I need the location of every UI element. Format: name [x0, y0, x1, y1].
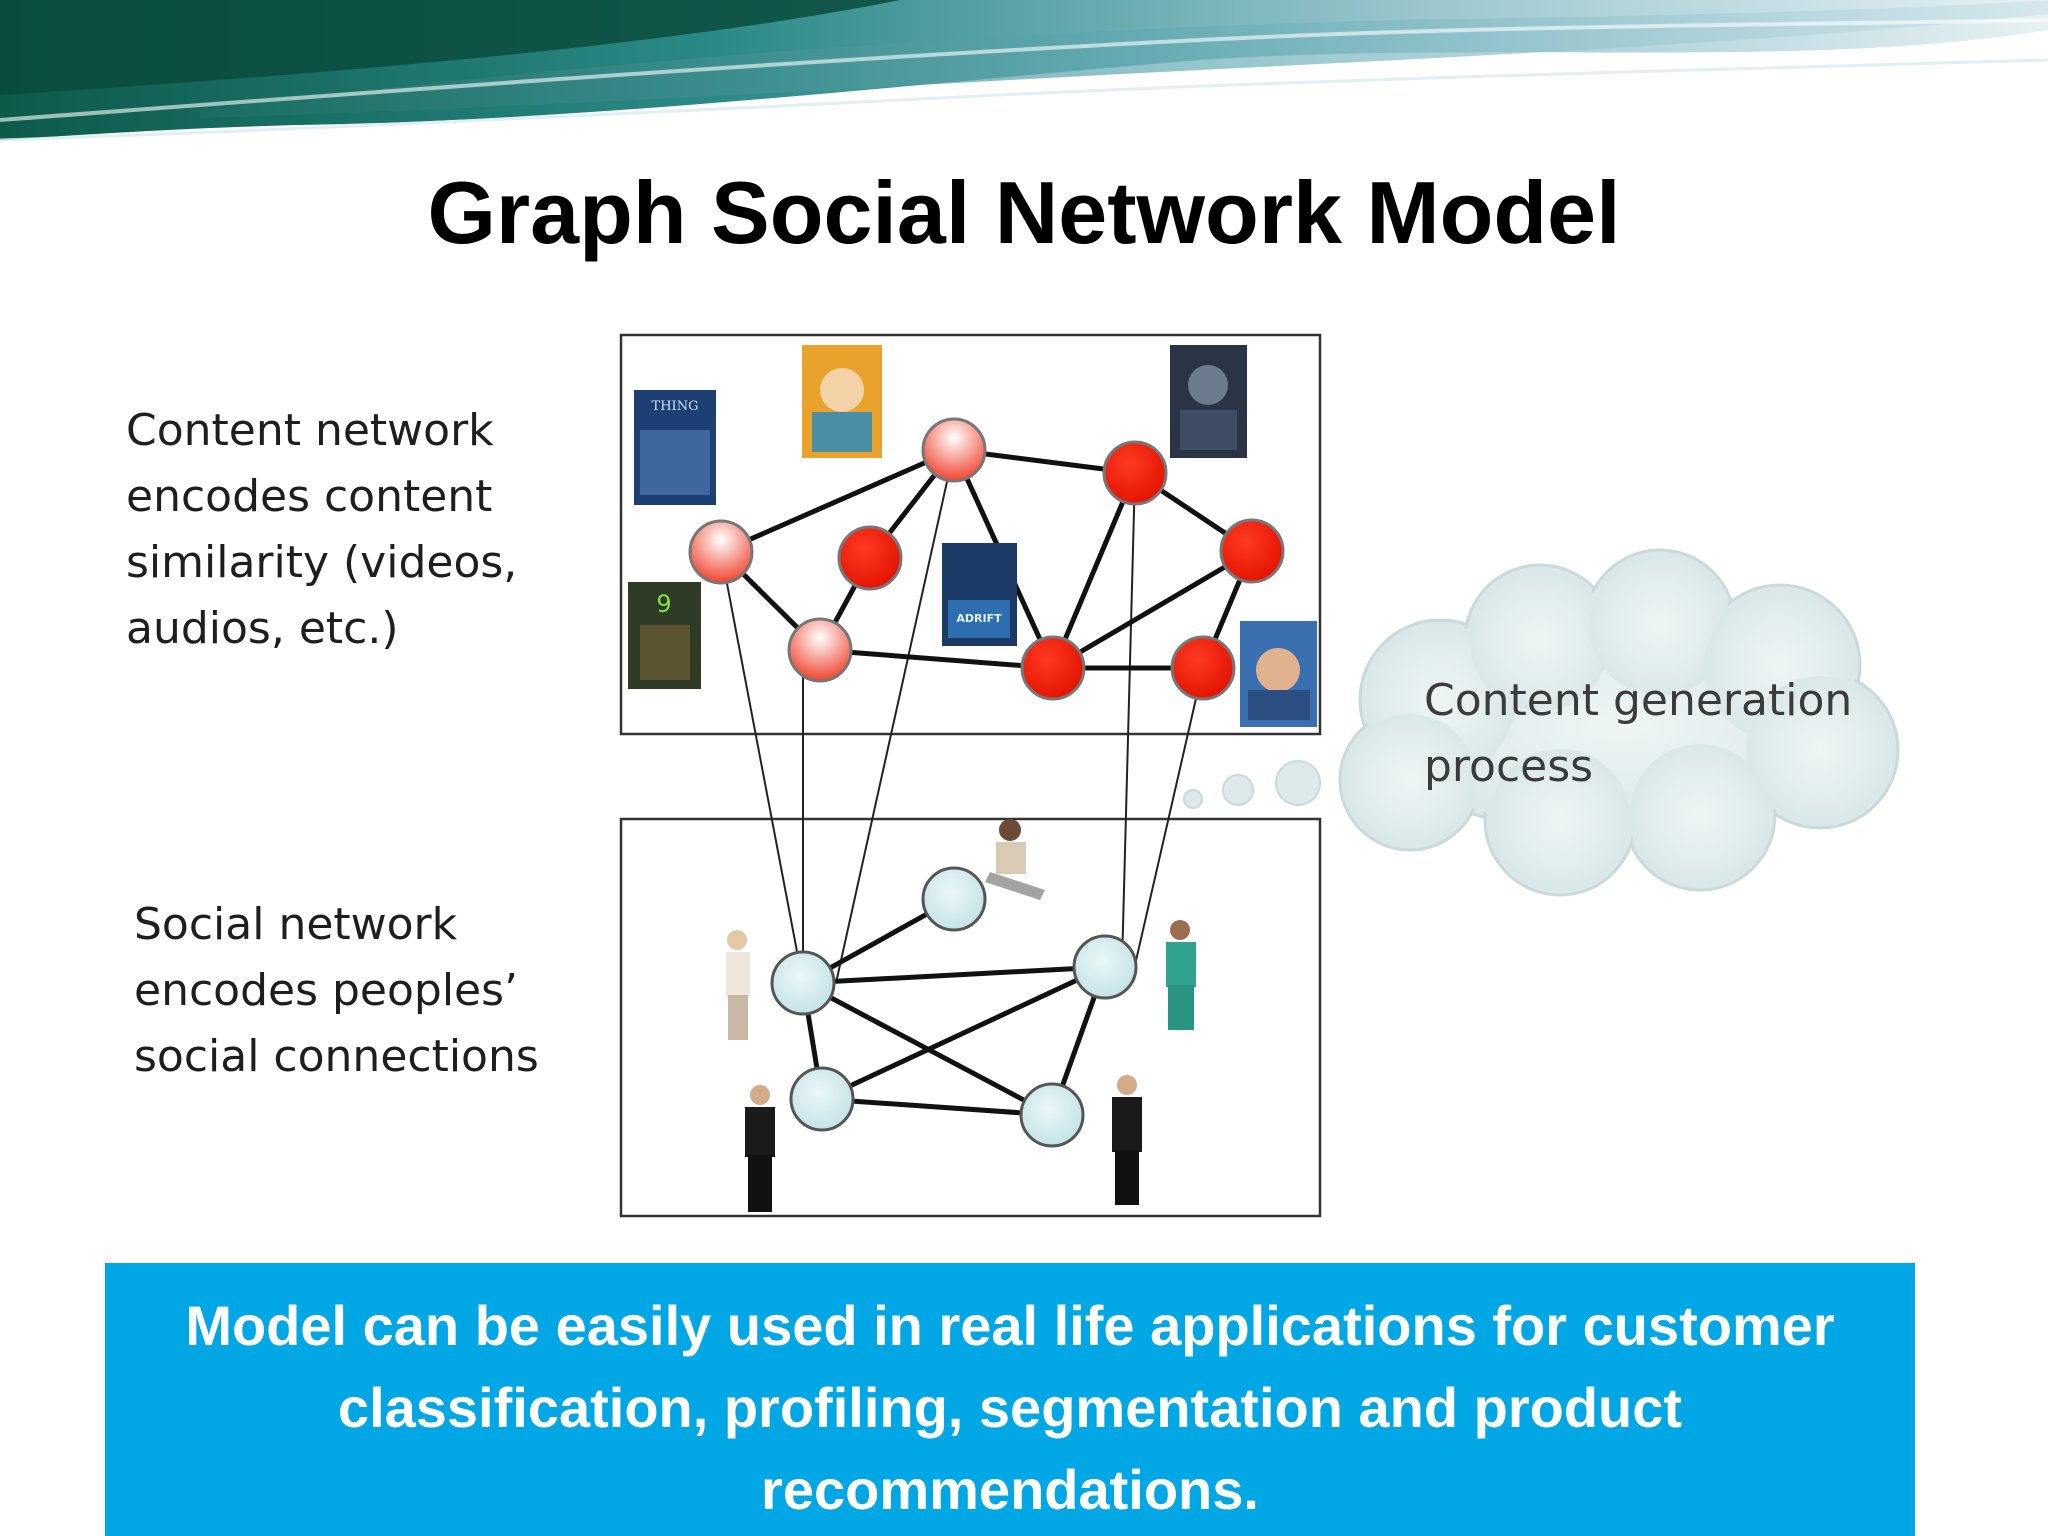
cloud-label: Content generation process [1424, 668, 1852, 800]
content-label-line: similarity (videos, [126, 537, 518, 588]
social-node [1019, 1082, 1085, 1148]
content-node [837, 525, 903, 591]
content-node [1219, 518, 1285, 584]
social-node [770, 950, 836, 1016]
summary-callout: Model can be easily used in real life ap… [105, 1263, 1915, 1536]
person-figure [1166, 920, 1196, 1030]
content-node [1020, 635, 1086, 701]
thought-cloud [1183, 548, 1900, 897]
content-label-line: audios, etc.) [126, 603, 399, 654]
movie-poster-image: THING [634, 390, 716, 505]
movie-poster-image [1240, 621, 1317, 727]
content-node [921, 417, 987, 483]
svg-text:9: 9 [656, 590, 671, 618]
movie-poster-image: 9 [628, 582, 701, 689]
social-network-label: Social network encodes peoples’ social c… [134, 892, 539, 1090]
content-node [787, 617, 853, 683]
social-node [1072, 934, 1138, 1000]
social-network-nodes [770, 866, 1138, 1148]
cloud-label-line: Content generation [1424, 675, 1853, 726]
person-figure [1112, 1075, 1142, 1205]
poster-title-adrift: ADRIFT [956, 612, 1002, 625]
top-wave-banner [0, 0, 2048, 142]
social-label-line: encodes peoples’ [134, 965, 519, 1016]
social-node [789, 1066, 855, 1132]
social-label-line: social connections [134, 1031, 539, 1082]
cloud-label-line: process [1424, 741, 1594, 792]
content-network-label: Content network encodes content similari… [126, 398, 517, 662]
movie-poster-image [1170, 345, 1247, 458]
content-node [688, 519, 754, 585]
content-label-line: encodes content [126, 471, 493, 522]
content-label-line: Content network [126, 405, 494, 456]
content-node [1102, 440, 1168, 506]
person-figure [745, 1085, 775, 1212]
content-network-nodes [688, 417, 1285, 701]
movie-poster-image [802, 345, 882, 458]
person-figure [726, 930, 750, 1040]
social-node [921, 866, 987, 932]
content-node [1170, 635, 1236, 701]
poster-title-thing: THING [652, 399, 699, 414]
people-figures [726, 819, 1196, 1212]
social-label-line: Social network [134, 899, 458, 950]
movie-poster-image: ADRIFT [942, 543, 1017, 646]
person-figure [985, 819, 1045, 900]
slide-title: Graph Social Network Model [427, 163, 1621, 262]
movie-posters: THING 9 ADRIFT [628, 345, 1317, 727]
cross-network-links [720, 449, 1204, 984]
